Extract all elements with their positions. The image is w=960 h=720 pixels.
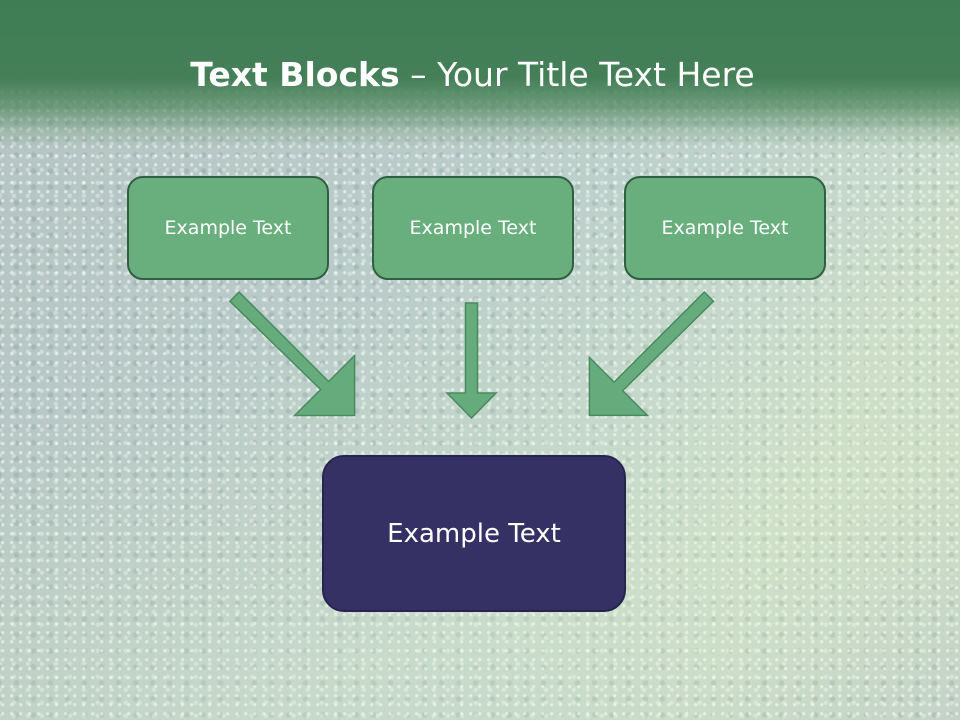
slide-title: Text Blocks – Your Title Text Here [0,52,945,98]
text-block-1-label: Example Text [164,217,292,239]
title-regular: Your Title Text Here [437,55,755,94]
header-band [0,0,960,150]
text-block-3-label: Example Text [661,217,789,239]
summary-block: Example Text [322,455,626,612]
title-separator: – [399,55,438,94]
text-block-1: Example Text [127,176,329,280]
summary-block-label: Example Text [387,518,561,549]
title-bold: Text Blocks [190,55,400,94]
arrow-left-icon [228,291,356,417]
text-block-3: Example Text [624,176,826,280]
text-block-2: Example Text [372,176,574,280]
text-block-2-label: Example Text [409,217,537,239]
arrow-center-icon [445,302,498,420]
arrow-right-icon [588,291,715,417]
